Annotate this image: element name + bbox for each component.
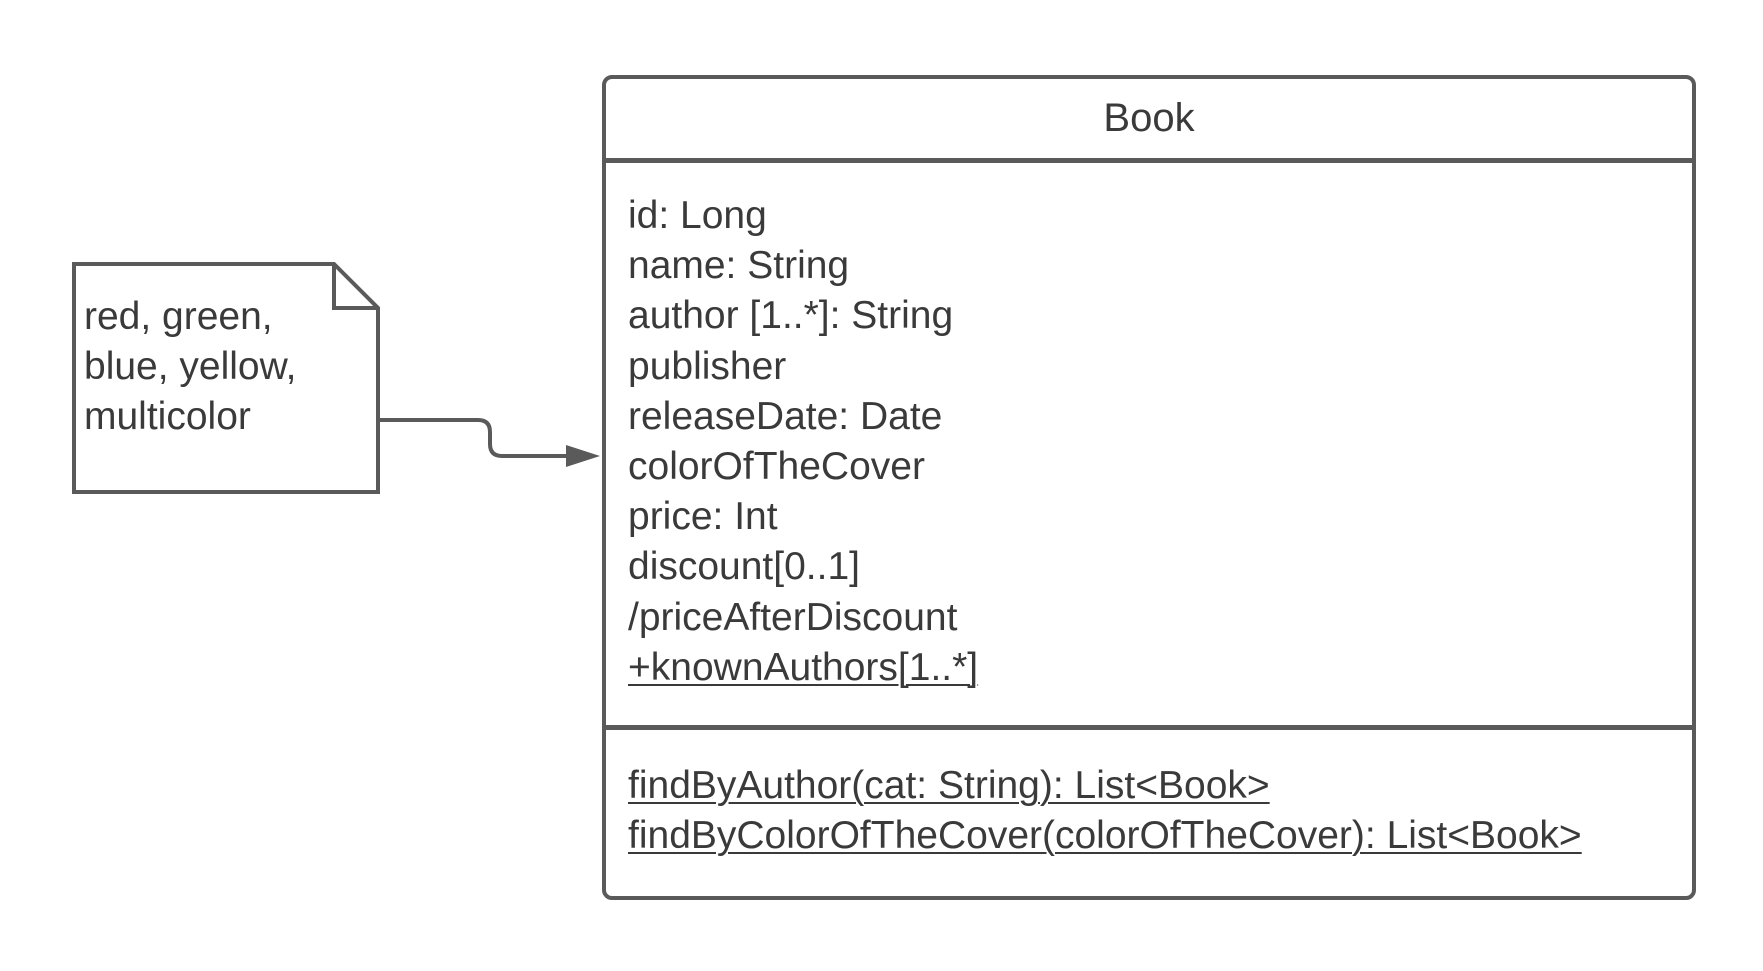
note-shape[interactable] bbox=[72, 262, 380, 494]
method-find-by-author: findByAuthor(cat: String): List<Book> bbox=[628, 764, 1270, 807]
class-methods: findByAuthor(cat: String): List<Book> fi… bbox=[628, 761, 1672, 861]
class-name: Book bbox=[606, 79, 1692, 163]
attribute-price-after-discount: /priceAfterDiscount bbox=[628, 595, 958, 639]
attribute-price: price: Int bbox=[628, 495, 778, 539]
attribute-id: id: Long bbox=[628, 194, 767, 237]
connector-arrowhead bbox=[566, 445, 600, 467]
book-class-box[interactable]: Book id: Long name: String author [1..*]… bbox=[602, 75, 1696, 900]
note-line: red, green, bbox=[84, 295, 273, 338]
attribute-name: name: String bbox=[628, 244, 850, 288]
class-attributes: id: Long name: String author [1..*]: Str… bbox=[628, 191, 1672, 693]
note-text: red, green, blue, yellow, multicolor bbox=[84, 292, 364, 442]
attribute-color-of-the-cover: colorOfTheCover bbox=[628, 445, 925, 489]
methods-divider bbox=[606, 725, 1692, 730]
note-connector[interactable] bbox=[380, 418, 600, 467]
attribute-publisher: publisher bbox=[628, 344, 787, 388]
attribute-author: author [1..*]: String bbox=[628, 294, 954, 338]
attribute-known-authors: +knownAuthors[1..*] bbox=[628, 645, 979, 689]
note-line: multicolor bbox=[84, 395, 251, 438]
attribute-release-date: releaseDate: Date bbox=[628, 394, 943, 438]
method-find-by-color-of-the-cover: findByColorOfTheCover(colorOfTheCover): … bbox=[628, 814, 1582, 858]
attribute-discount: discount[0..1] bbox=[628, 545, 860, 589]
note-line: blue, yellow, bbox=[84, 345, 297, 388]
